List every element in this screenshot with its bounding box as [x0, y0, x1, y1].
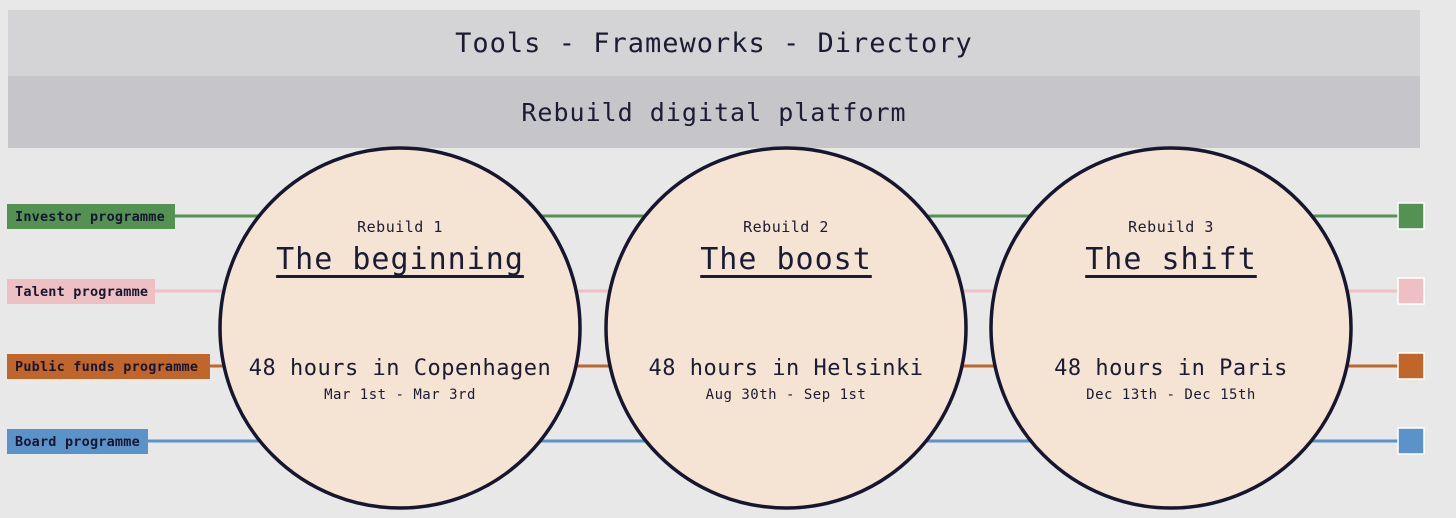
milestone-circle-1[interactable]	[604, 146, 968, 510]
programme-label-text: Talent programme	[15, 283, 149, 300]
programme-endpoint-square-3[interactable]	[1397, 427, 1425, 455]
programme-endpoint-square-1[interactable]	[1397, 277, 1425, 305]
programme-label-text: Public funds programme	[15, 358, 199, 375]
programme-label-3[interactable]: Board programme	[7, 429, 148, 454]
programme-endpoint-square-2[interactable]	[1397, 352, 1425, 380]
programme-endpoint-squares-layer	[1397, 202, 1425, 455]
programme-label-text: Board programme	[15, 433, 140, 450]
programme-label-1[interactable]: Talent programme	[7, 279, 155, 304]
milestone-circle-0[interactable]	[218, 146, 582, 510]
milestone-circles-layer	[218, 146, 1353, 510]
milestone-circle-2[interactable]	[989, 146, 1353, 510]
header-title-band: Tools - Frameworks - Directory	[8, 10, 1420, 76]
programme-label-2[interactable]: Public funds programme	[7, 354, 210, 379]
page-subtitle: Rebuild digital platform	[521, 97, 907, 127]
programme-endpoint-square-0[interactable]	[1397, 202, 1425, 230]
header-subtitle-band: Rebuild digital platform	[8, 76, 1420, 148]
page-title: Tools - Frameworks - Directory	[455, 27, 973, 59]
programme-label-0[interactable]: Investor programme	[7, 204, 175, 229]
programme-label-text: Investor programme	[15, 208, 165, 225]
